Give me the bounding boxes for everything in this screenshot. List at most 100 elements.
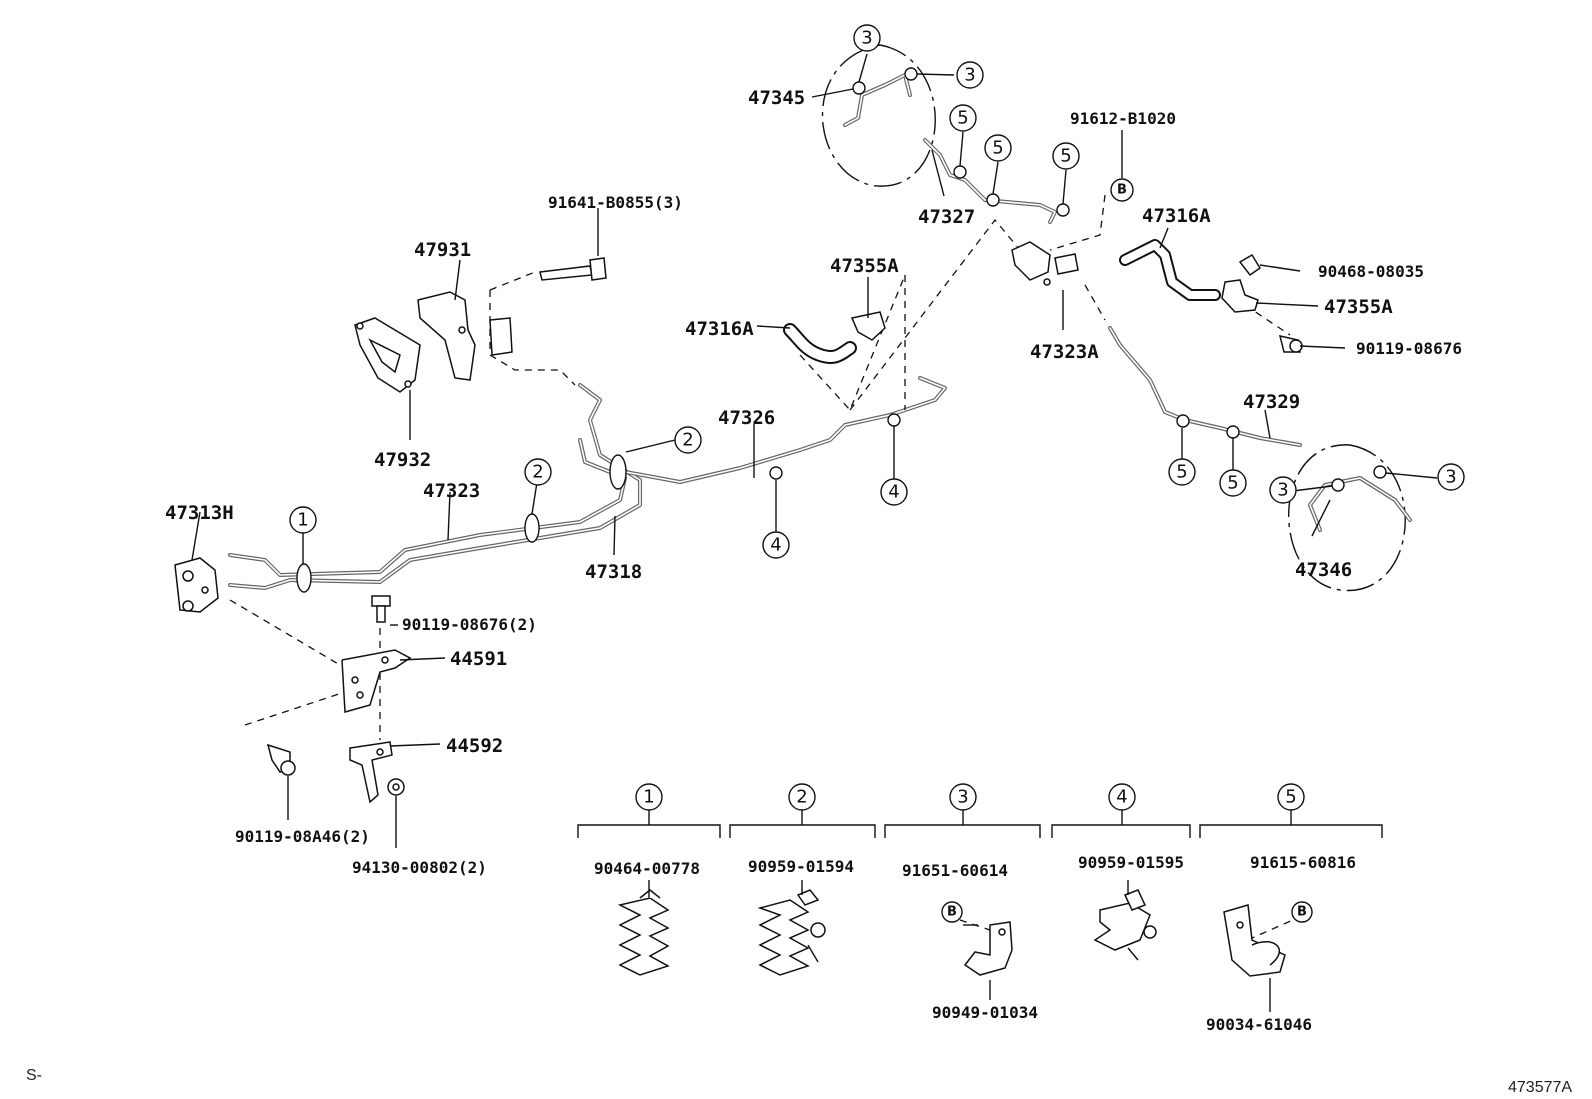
label-90119-08676: 90119-08676 xyxy=(1356,339,1462,358)
callout-5-a: 5 xyxy=(949,104,977,132)
label-90119-08a46-2: 90119-08A46(2) xyxy=(235,827,370,846)
bolt-91641-b0855-3 xyxy=(539,257,607,281)
label-47932: 47932 xyxy=(374,449,431,471)
callout-5-c: 5 xyxy=(1052,142,1080,170)
label-47346: 47346 xyxy=(1295,559,1352,581)
callout-2-a: 2 xyxy=(674,426,702,454)
bracket-47932 xyxy=(354,317,421,393)
svg-text:4: 4 xyxy=(1116,787,1127,808)
label-91612-b1020: 91612-B1020 xyxy=(1070,109,1176,128)
legend-callout-b-5: B xyxy=(1291,901,1313,923)
label-47355a-right: 47355A xyxy=(1324,296,1393,318)
svg-text:5: 5 xyxy=(957,108,968,129)
legend-callout-5: 5 xyxy=(1277,783,1305,811)
rear-backing-plate xyxy=(1288,444,1406,592)
bolt-90119-08a46-2 xyxy=(266,743,296,776)
corner-mark: S- xyxy=(26,1067,42,1084)
svg-text:5: 5 xyxy=(1285,787,1296,808)
legend-leaders xyxy=(648,880,1303,1012)
clip-dots xyxy=(769,67,1387,492)
bolt-90119-08676-2 xyxy=(371,595,391,623)
legend-callout-4: 4 xyxy=(1108,783,1136,811)
bracket-47355a-right xyxy=(1221,279,1259,313)
callout-5-e: 5 xyxy=(1219,469,1247,497)
label-47313h: 47313H xyxy=(165,502,234,524)
label-47323: 47323 xyxy=(423,480,480,502)
legend-brackets xyxy=(577,810,1383,838)
union-47323a xyxy=(1011,241,1079,286)
label-47327: 47327 xyxy=(918,206,975,228)
bolt-90119-08676 xyxy=(1278,335,1303,353)
bracket-47931 xyxy=(417,291,513,381)
svg-text:5: 5 xyxy=(1227,473,1238,494)
brake-pipe-47318 xyxy=(228,383,642,590)
nut-94130-00802-2 xyxy=(387,778,405,796)
label-47316a-right: 47316A xyxy=(1142,205,1211,227)
legend-callout-b-3: B xyxy=(941,901,963,923)
svg-text:5: 5 xyxy=(1176,462,1187,483)
label-91641-b0855-3: 91641-B0855(3) xyxy=(548,193,683,212)
label-90949-01034: 90949-01034 xyxy=(932,1003,1038,1022)
callout-4-a: 4 xyxy=(880,478,908,506)
clamp-90959-01594 xyxy=(757,889,826,976)
legend-callout-2: 2 xyxy=(788,783,816,811)
label-94130-00802-2: 94130-00802(2) xyxy=(352,858,487,877)
svg-text:4: 4 xyxy=(770,535,781,556)
callout-b-a: B xyxy=(1110,178,1134,202)
clamp-rings xyxy=(296,454,627,593)
svg-text:5: 5 xyxy=(1060,146,1071,167)
clip-91651-60614 xyxy=(963,921,1013,976)
svg-text:3: 3 xyxy=(1445,467,1456,488)
legend-callout-3: 3 xyxy=(949,783,977,811)
bracket-47313h xyxy=(174,557,219,613)
brake-pipe-47327 xyxy=(923,138,1057,224)
label-44592: 44592 xyxy=(446,735,503,757)
clip-91615-60816 xyxy=(1223,904,1286,977)
label-90468-08035: 90468-08035 xyxy=(1318,262,1424,281)
brake-pipe-47326 xyxy=(613,376,947,484)
clamp-90464-00778 xyxy=(617,889,670,976)
svg-text:3: 3 xyxy=(964,65,975,86)
label-47318: 47318 xyxy=(585,561,642,583)
callout-3-c: 3 xyxy=(1269,476,1297,504)
label-47326: 47326 xyxy=(718,407,775,429)
label-47329: 47329 xyxy=(1243,391,1300,413)
bracket-47355a-left xyxy=(850,311,886,341)
label-90034-61046: 90034-61046 xyxy=(1206,1015,1312,1034)
callout-3-b: 3 xyxy=(956,61,984,89)
label-47931: 47931 xyxy=(414,239,471,261)
label-47316a-left: 47316A xyxy=(685,318,754,340)
callout-5-b: 5 xyxy=(984,134,1012,162)
label-90464-00778: 90464-00778 xyxy=(594,859,700,878)
label-91615-60816: 91615-60816 xyxy=(1250,853,1356,872)
legend-callout-1: 1 xyxy=(635,783,663,811)
svg-text:2: 2 xyxy=(796,787,807,808)
svg-text:2: 2 xyxy=(532,462,543,483)
callout-1-a: 1 xyxy=(289,506,317,534)
label-90119-08676-2: 90119-08676(2) xyxy=(402,615,537,634)
label-47355a-left: 47355A xyxy=(830,255,899,277)
bracket-44592 xyxy=(349,741,393,804)
brake-pipe-47329 xyxy=(1108,326,1302,447)
flex-hose-47316a-right xyxy=(1119,239,1221,301)
label-44591: 44591 xyxy=(450,648,507,670)
brake-pipe-47346 xyxy=(1308,476,1412,532)
label-47345: 47345 xyxy=(748,87,805,109)
label-47323a: 47323A xyxy=(1030,341,1099,363)
label-90959-01595: 90959-01595 xyxy=(1078,853,1184,872)
clip-90468-08035 xyxy=(1238,253,1262,277)
callout-4-b: 4 xyxy=(762,531,790,559)
front-backing-plate xyxy=(821,44,936,187)
flex-hose-47316a-left xyxy=(783,323,857,364)
brake-pipe-47345 xyxy=(843,73,912,127)
callout-2-b: 2 xyxy=(524,458,552,486)
callout-3-a: 3 xyxy=(853,24,881,52)
clamp-90959-01595 xyxy=(1093,889,1157,961)
svg-text:5: 5 xyxy=(992,138,1003,159)
svg-text:1: 1 xyxy=(643,787,654,808)
callout-3-d: 3 xyxy=(1437,463,1465,491)
leader-lines xyxy=(191,53,1438,848)
bracket-44591 xyxy=(341,649,412,713)
svg-text:2: 2 xyxy=(682,430,693,451)
